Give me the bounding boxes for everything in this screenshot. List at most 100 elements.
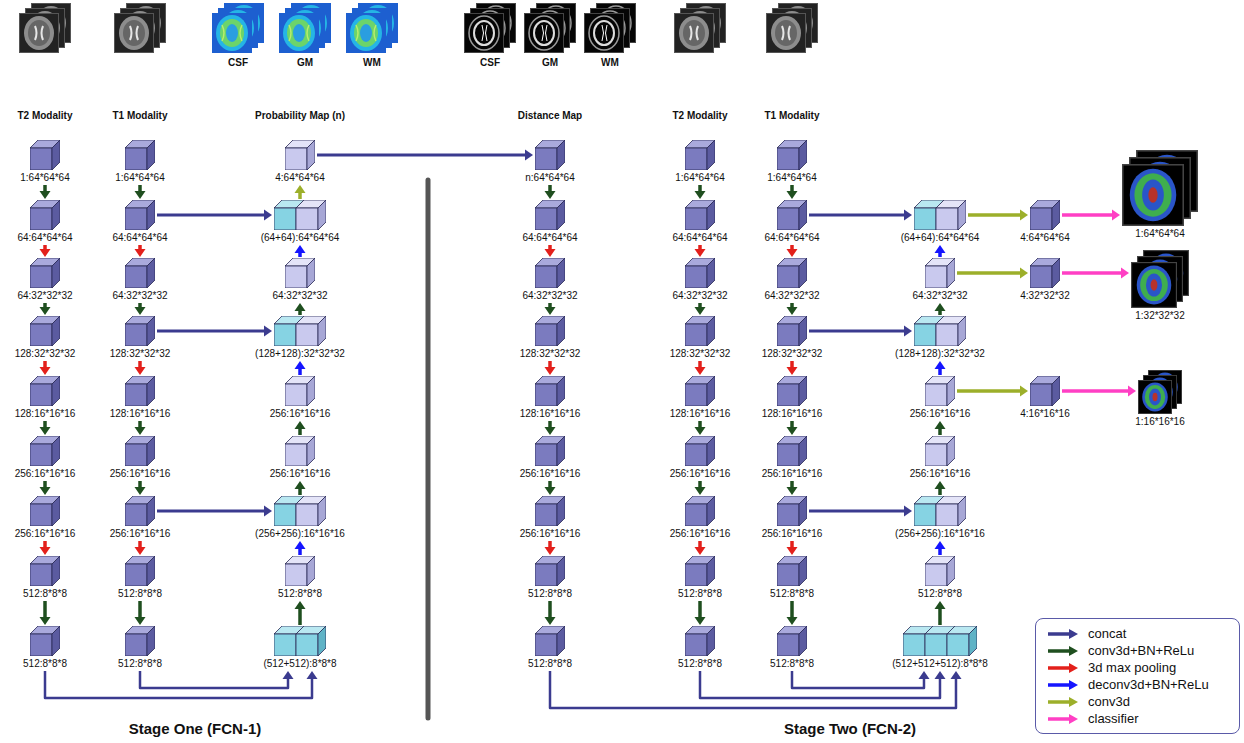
arrow-head	[1069, 680, 1078, 690]
arrow-head	[935, 421, 946, 429]
cube-front	[30, 208, 52, 230]
legend-row: deconv3d+BN+ReLu	[1046, 676, 1229, 693]
arrow-head	[40, 191, 51, 199]
legend-text: 3d max pooling	[1088, 660, 1176, 676]
cube-side	[318, 496, 326, 526]
cube-icon	[274, 200, 326, 230]
dimension-label: 64:64*64*64	[764, 232, 819, 244]
arrow-line	[957, 389, 1021, 393]
dimension-label: 256:16*16*16	[910, 468, 971, 480]
arrow-line	[140, 671, 288, 688]
arrow-line	[1048, 649, 1070, 653]
legend-arrow-sample	[1046, 628, 1080, 640]
layer-cube-node: 512:8*8*8	[678, 626, 722, 670]
cube-front	[285, 266, 307, 288]
legend-text: conv3d+BN+ReLu	[1088, 643, 1194, 659]
layer-cube-node: 64:32*32*32	[272, 258, 327, 302]
arrow-head	[787, 191, 798, 199]
layer-cube-node: 64:32*32*32	[522, 258, 577, 302]
connector	[295, 185, 306, 199]
layer-cube-node: 128:32*32*32	[520, 316, 581, 360]
cube-icon	[535, 496, 565, 526]
cube-front	[535, 384, 557, 406]
arrow-line	[548, 361, 552, 368]
arrow-line	[938, 548, 942, 555]
layer-cube-node: (64+64):64*64*64	[261, 200, 340, 244]
map-label: GM	[542, 57, 558, 69]
cube-icon	[777, 436, 807, 466]
layer-cube-node: 64:64*64*64	[112, 200, 167, 244]
connector	[809, 506, 912, 517]
connector	[545, 481, 556, 495]
cube-front	[685, 504, 707, 526]
cube-side	[307, 436, 315, 466]
cube-icon	[685, 258, 715, 288]
cube-side	[947, 258, 955, 288]
cube-icon	[535, 200, 565, 230]
legend-row: classifier	[1046, 710, 1229, 727]
cube-front	[925, 384, 947, 406]
legend-row: conv3d	[1046, 693, 1229, 710]
layer-cube-node: 128:16*16*16	[15, 376, 76, 420]
cube-icon	[535, 316, 565, 346]
layer-cube-node: 512:8*8*8	[770, 626, 814, 670]
arrow-head	[40, 547, 51, 555]
cube-front	[685, 444, 707, 466]
dimension-label: 1:64*64*64	[767, 172, 817, 184]
cube-icon	[925, 376, 955, 406]
legend-box: concatconv3d+BN+ReLu3d max poolingdeconv…	[1035, 618, 1240, 734]
arrow-head	[135, 617, 146, 625]
cube-icon	[777, 200, 807, 230]
connector	[157, 326, 272, 337]
cube-side	[147, 258, 155, 288]
cube-front	[285, 384, 307, 406]
connector	[695, 481, 706, 495]
cube-side	[958, 200, 966, 230]
arrow-line	[790, 185, 794, 192]
dimension-label: 256:16*16*16	[110, 528, 171, 540]
arrow-head	[904, 326, 912, 337]
connector	[787, 541, 798, 555]
cube-front	[947, 634, 969, 656]
cube-front	[30, 384, 52, 406]
stage-divider	[426, 180, 431, 718]
connector	[135, 481, 146, 495]
arrow-line	[548, 481, 552, 488]
cube-side	[707, 140, 715, 170]
connector	[40, 601, 51, 625]
arrow-line	[790, 541, 794, 548]
cube-front	[535, 148, 557, 170]
distance-map-stack	[584, 3, 636, 53]
connector	[295, 303, 306, 315]
arrow-head	[545, 249, 556, 257]
connector	[695, 421, 706, 435]
arrow-head	[787, 487, 798, 495]
arrow-line	[1062, 389, 1129, 393]
connector	[40, 481, 51, 495]
connector	[957, 386, 1028, 397]
connector	[968, 210, 1028, 221]
connector	[787, 185, 798, 199]
cube-icon	[30, 556, 60, 586]
cube-front	[685, 384, 707, 406]
cube-icon	[125, 496, 155, 526]
output-image-node: 1:16*16*16	[1135, 370, 1185, 428]
layer-cube-node: 256:16*16*16	[670, 436, 731, 480]
cube-side	[52, 376, 60, 406]
dimension-label: 64:64*64*64	[17, 232, 72, 244]
arrow-head	[935, 481, 946, 489]
cube-icon	[535, 626, 565, 656]
dimension-label: (256+256):16*16*16	[255, 528, 345, 540]
arrow-head	[1020, 268, 1028, 279]
dimension-label: 4:16*16*16	[1020, 408, 1070, 420]
cube-side	[318, 316, 326, 346]
arrow-line	[790, 601, 794, 618]
arrow-head	[1112, 210, 1120, 221]
legend-text: conv3d	[1088, 694, 1130, 710]
cube-side	[947, 436, 955, 466]
cube-icon	[685, 200, 715, 230]
cube-icon	[1030, 200, 1060, 230]
dimension-label: 256:16*16*16	[670, 528, 731, 540]
layer-cube-node: 256:16*16*16	[520, 496, 581, 540]
